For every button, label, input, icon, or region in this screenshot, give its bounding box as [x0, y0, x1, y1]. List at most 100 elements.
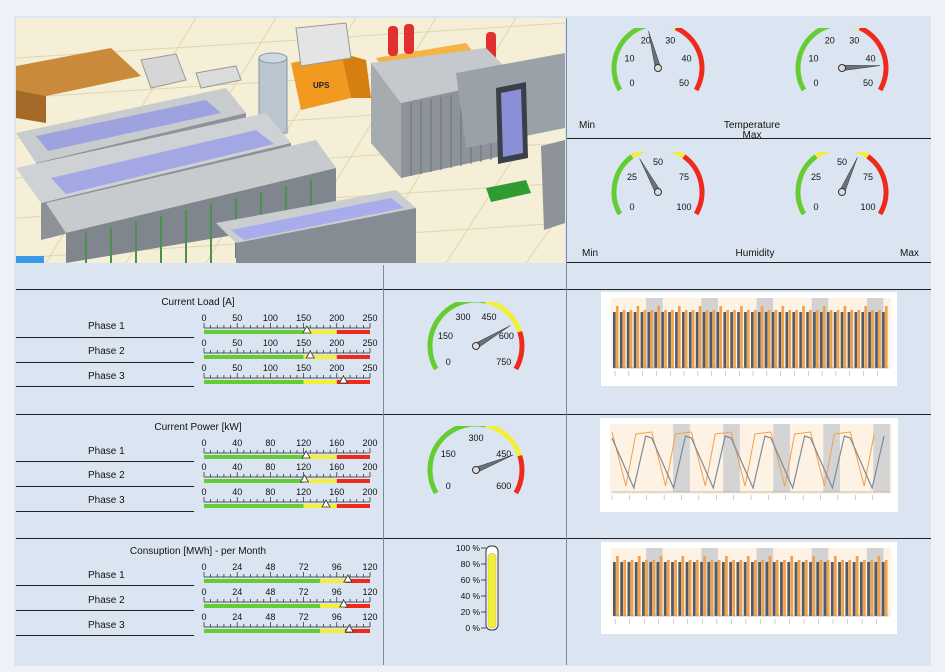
chart-bar	[730, 312, 733, 368]
scale-yellow-zone	[320, 604, 346, 608]
chart-bar	[801, 562, 805, 616]
gauge-tick-label: 30	[665, 36, 675, 46]
chart-bar	[650, 310, 654, 368]
gauge-tick-label: 50	[837, 157, 847, 167]
divider	[566, 262, 931, 263]
scale-tick-label: 0	[201, 587, 206, 597]
scale-green-zone	[204, 604, 321, 608]
scale-yellow-zone	[320, 629, 346, 633]
scale-red-zone	[345, 629, 370, 633]
scale-tick-label: 0	[201, 438, 206, 448]
gauge-arc	[795, 154, 818, 216]
consumption-history-chart[interactable]	[601, 542, 897, 634]
column-divider	[566, 18, 567, 665]
scale-green-zone	[204, 579, 321, 583]
chart-bar	[668, 312, 671, 368]
scale-tick-label: 120	[296, 487, 311, 497]
chart-bar	[717, 560, 721, 616]
chart-bar	[737, 312, 740, 368]
chart-bar	[671, 310, 674, 368]
gauge-tick-label: 75	[863, 172, 873, 182]
chart-bar	[707, 562, 711, 616]
scale-yellow-zone	[303, 479, 337, 483]
chart-bar	[815, 310, 819, 368]
scale-marker	[299, 474, 310, 483]
chart-bar	[778, 312, 782, 368]
gauge-tick-label: 450	[481, 312, 496, 322]
scale-tick-label: 50	[232, 338, 242, 348]
chart-bar	[647, 312, 651, 368]
scale-green-zone	[204, 455, 304, 459]
scale-tick-label: 72	[299, 587, 309, 597]
scale-red-zone	[336, 355, 370, 359]
scale-red-zone	[336, 330, 370, 334]
chart-shade-band	[723, 424, 740, 492]
chart-bar	[723, 312, 727, 368]
chart-bar	[627, 562, 631, 616]
chart-bar	[695, 312, 699, 368]
chart-bar	[754, 560, 757, 616]
gauge-tick-label: 50	[863, 78, 873, 88]
scale-tick-label: 0	[201, 462, 206, 472]
humidity-min-label: Min	[582, 248, 599, 259]
gauge-tick-label: 20	[641, 36, 651, 46]
gauge-arc	[427, 302, 486, 371]
chart-bar	[845, 562, 849, 616]
scale-yellow-zone	[303, 330, 337, 334]
chart-bar	[758, 562, 762, 616]
chart-bar	[656, 562, 660, 616]
scale-tick-label: 160	[329, 462, 344, 472]
scale-tick-label: 40	[232, 487, 242, 497]
row-divider	[16, 461, 194, 462]
chart-bar	[764, 312, 768, 368]
chart-bar	[884, 560, 888, 616]
chart-bar	[847, 312, 851, 368]
chart-bar	[726, 310, 729, 368]
scale-tick-label: 24	[232, 612, 242, 622]
gauge-tick-label: 50	[679, 78, 689, 88]
chart-bar	[809, 310, 812, 368]
chart-bar	[702, 312, 706, 368]
gauge-tick-label: 0	[446, 357, 451, 367]
chart-bar	[802, 306, 805, 368]
chart-bar	[700, 562, 703, 616]
chart-bar	[729, 562, 732, 616]
chart-bar	[622, 310, 626, 368]
chart-bar	[721, 562, 725, 616]
chart-bar	[813, 312, 816, 368]
gauge-arc	[513, 455, 525, 495]
power-history-chart[interactable]	[600, 418, 898, 512]
scale-tick-label: 0	[201, 313, 206, 323]
phase-label: Phase 2	[88, 595, 125, 606]
scale-tick-label: 120	[296, 462, 311, 472]
gauge-tick-label: 0	[630, 202, 635, 212]
scale-tick-label: 120	[362, 562, 377, 572]
gauge-tick-label: 75	[679, 172, 689, 182]
scale-tick-label: 72	[299, 562, 309, 572]
chart-bar	[795, 310, 798, 368]
chart-bar	[862, 560, 866, 616]
chart-bar	[820, 312, 823, 368]
chart-bar	[850, 310, 854, 368]
chart-bar	[843, 306, 847, 368]
consumption-title: Consuption [MWh] - per Month	[129, 546, 267, 557]
chart-bar	[619, 312, 623, 368]
gauge-needle	[476, 454, 514, 473]
chart-bar	[816, 562, 820, 616]
scale-green-zone	[204, 330, 304, 334]
consumption-thermometer: 100 %80 %60 %40 %20 %0 %	[456, 543, 499, 633]
phase-label: Phase 2	[88, 470, 125, 481]
chart-bar	[826, 560, 830, 616]
chart-bar	[884, 306, 888, 368]
datacenter-3d-view[interactable]: UPS	[16, 18, 565, 263]
thermometer-fill	[487, 553, 497, 629]
chart-bar	[709, 312, 713, 368]
load-history-chart[interactable]	[601, 292, 897, 386]
datacenter-floor-render: UPS	[16, 18, 565, 263]
gauge-tick-label: 0	[630, 78, 635, 88]
scale-marker	[339, 599, 349, 608]
scale-tick-label: 200	[329, 338, 344, 348]
